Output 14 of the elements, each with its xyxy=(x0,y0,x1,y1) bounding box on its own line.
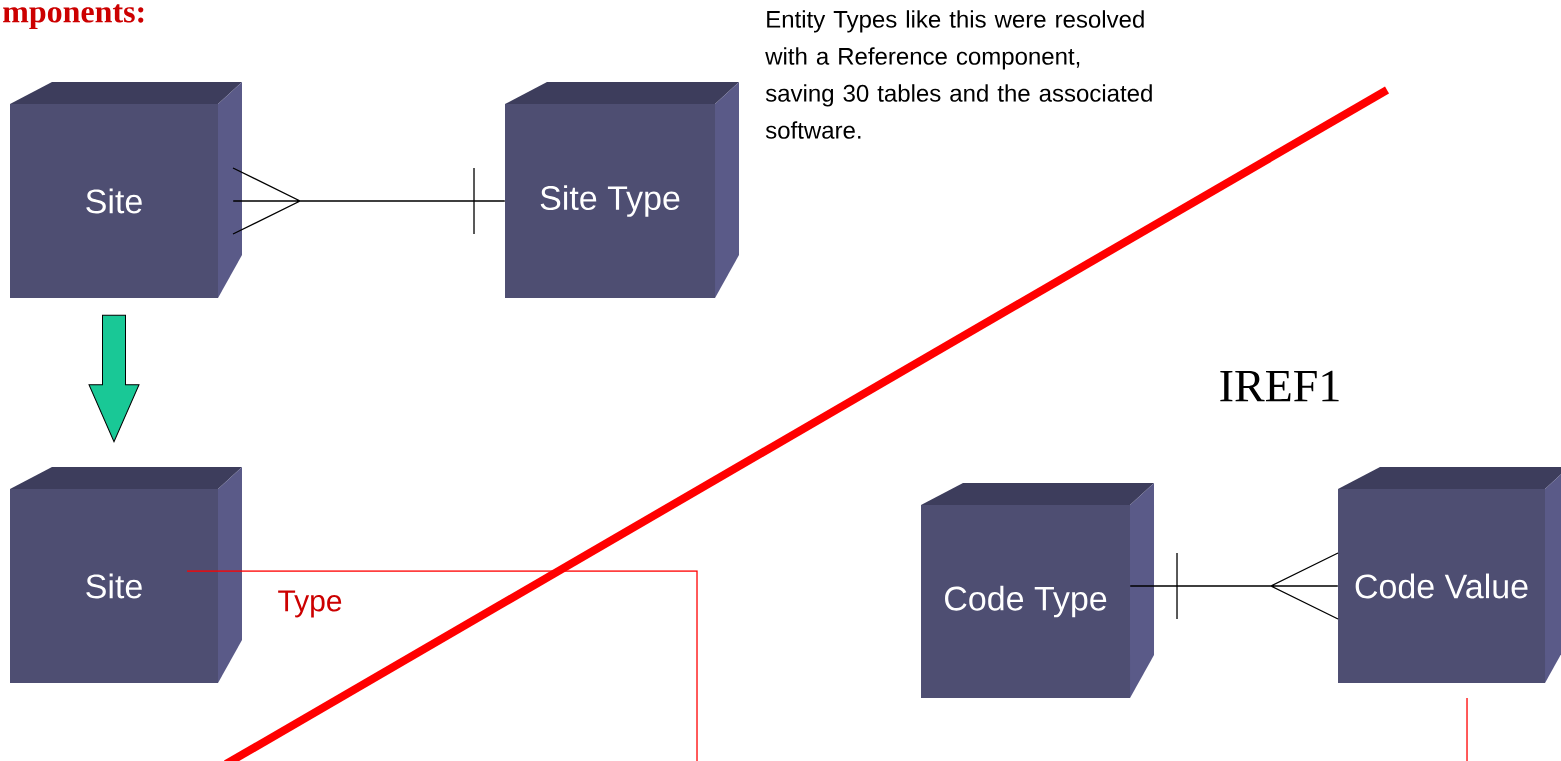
heading: mponents: xyxy=(3,4,144,30)
block-arrow xyxy=(88,314,140,443)
edge-label: Type xyxy=(276,589,344,619)
cube-box: Code Type xyxy=(921,483,1154,698)
cube-box: Site Type xyxy=(505,82,739,298)
relationship-line xyxy=(1129,552,1339,620)
cube-box: Site xyxy=(10,467,242,683)
cube-box: Site xyxy=(10,82,242,298)
diagram-label: IREF1 xyxy=(1220,370,1339,402)
cube-box: Code Value xyxy=(1338,467,1561,683)
note-text: Entity Types like this were resolved with a Reference component, saving 30 tables and the associated software. xyxy=(765,10,1152,139)
connector-line xyxy=(186,570,698,761)
relationship-line xyxy=(232,167,506,235)
connector-line xyxy=(1466,697,1468,761)
